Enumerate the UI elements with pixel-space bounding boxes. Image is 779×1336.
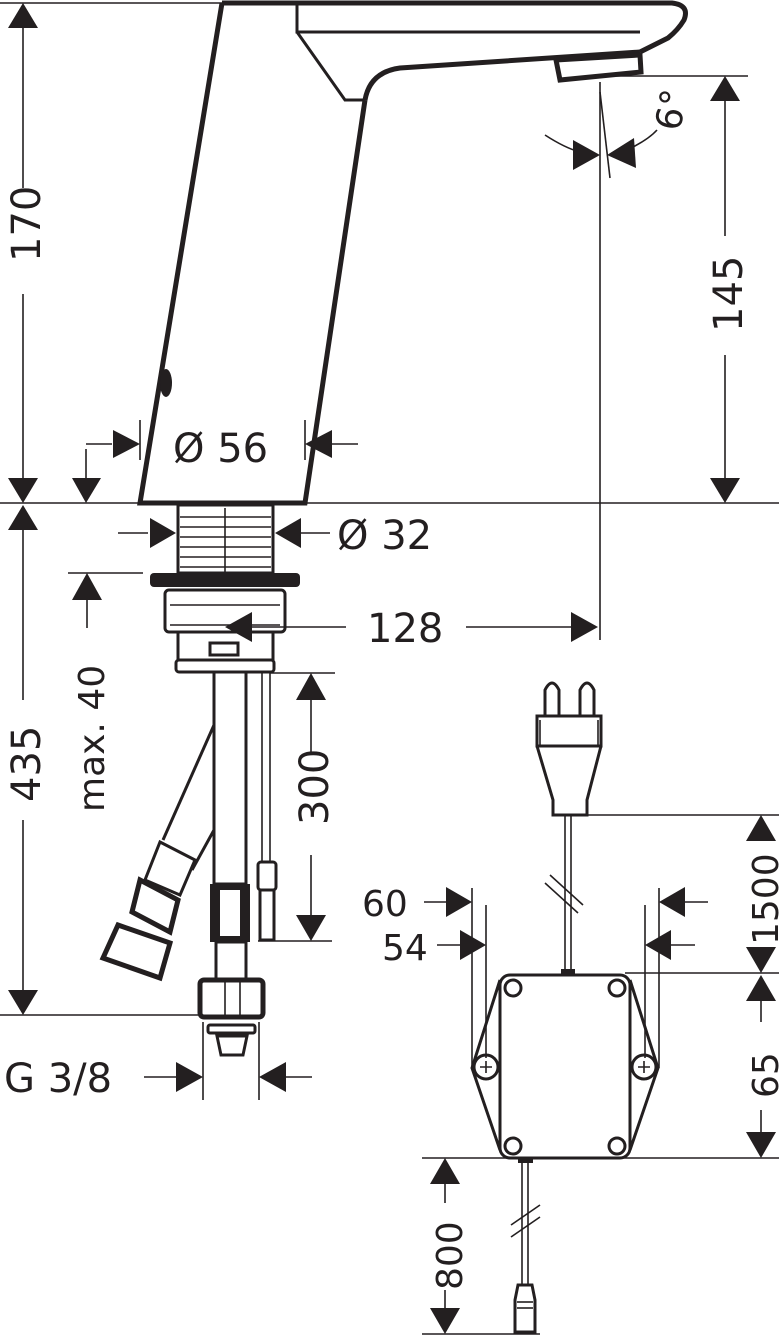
dim-counter-thickness: max. 40 <box>68 572 143 812</box>
power-plug <box>535 681 603 975</box>
dim-overall-height: 170 <box>4 3 50 503</box>
dim-below-counter: 435 <box>0 505 200 1016</box>
label-128: 128 <box>367 606 443 652</box>
label-g38: G 3/8 <box>4 1056 112 1102</box>
label-32: Ø 32 <box>337 513 432 559</box>
dim-box-width: 60 54 <box>362 884 708 1068</box>
label-1500: 1500 <box>746 853 779 945</box>
faucet-body <box>0 0 688 506</box>
label-800: 800 <box>430 1221 471 1290</box>
label-max40: max. 40 <box>72 665 113 812</box>
dim-shank-diameter: Ø 32 <box>118 513 432 559</box>
label-300: 300 <box>292 749 338 825</box>
label-65: 65 <box>746 1052 779 1098</box>
dim-spout-angle: 6° <box>544 82 696 640</box>
dim-power-cable-box-height: 1500 65 <box>540 814 779 1159</box>
supply-hoses <box>99 670 278 1057</box>
dim-sensor-cable: 800 <box>422 1157 540 1335</box>
label-60: 60 <box>362 884 408 925</box>
sensor-cable <box>510 1157 541 1334</box>
label-145: 145 <box>706 256 752 332</box>
label-54: 54 <box>382 928 428 969</box>
label-angle: 6° <box>648 86 695 133</box>
label-170: 170 <box>4 186 50 262</box>
label-56: Ø 56 <box>173 426 268 472</box>
mounting-shank <box>150 503 300 674</box>
label-435: 435 <box>4 726 50 802</box>
dim-connection-thread: G 3/8 <box>4 1022 312 1102</box>
dim-projection: 128 <box>225 606 598 652</box>
dim-body-diameter: Ø 56 <box>72 420 358 503</box>
control-box <box>470 973 660 1160</box>
dim-hose-length: 300 <box>258 672 338 942</box>
dim-spout-height: 145 <box>600 75 752 503</box>
